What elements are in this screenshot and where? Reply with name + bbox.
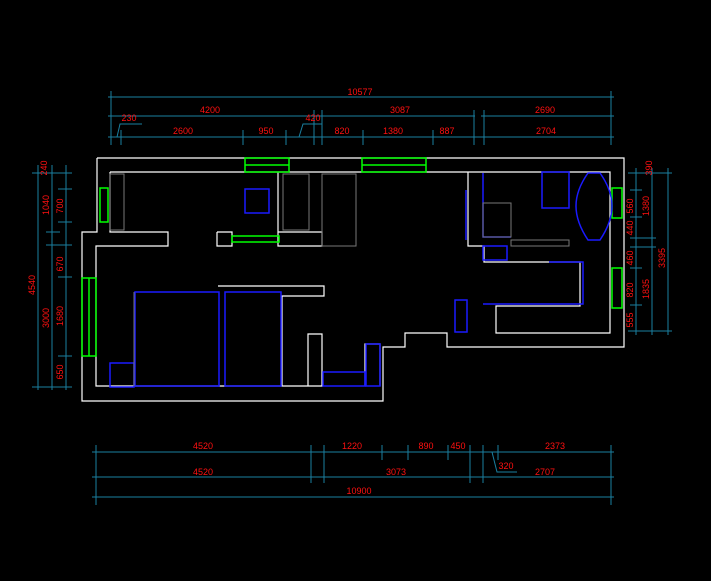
dim-right-mid: 1380 — [641, 196, 651, 216]
windows — [81, 157, 623, 357]
dim-top-row3: 820 — [334, 126, 349, 136]
dim-bottom-overall: 10900 — [346, 486, 371, 496]
dim-right-inner: 390 — [644, 160, 654, 175]
dim-left-inner: 1680 — [55, 306, 65, 326]
dim-left-inner: 670 — [55, 256, 65, 271]
dim-top-row2: 2690 — [535, 105, 555, 115]
dim-top-row2: 3087 — [390, 105, 410, 115]
dim-right-inner: 555 — [625, 312, 635, 327]
dim-top-row3: 2600 — [173, 126, 193, 136]
dim-bottom-row1: 1220 — [342, 441, 362, 451]
dim-bottom-row2: 3073 — [386, 467, 406, 477]
dim-left-overall: 4540 — [27, 275, 37, 295]
dim-bottom-row2: 2707 — [535, 467, 555, 477]
dim-right-mid: 1835 — [641, 279, 651, 299]
dim-right-overall: 3395 — [657, 248, 667, 268]
dim-left-mid: 1040 — [41, 195, 51, 215]
dim-top-leader: 230 — [121, 113, 136, 123]
dimension-labels: 10577 4200 3087 2690 2600 950 820 1380 8… — [27, 87, 667, 496]
dim-right-inner: 460 — [625, 250, 635, 265]
dim-bottom-row1: 450 — [450, 441, 465, 451]
dim-right-inner: 820 — [625, 282, 635, 297]
dim-top-row2: 4200 — [200, 105, 220, 115]
dim-right-inner: 440 — [625, 220, 635, 235]
dim-bottom-leader: 320 — [498, 461, 513, 471]
dim-right-inner: 560 — [625, 198, 635, 213]
dim-top-row3: 1380 — [383, 126, 403, 136]
dim-top-row3: 950 — [258, 126, 273, 136]
dim-top-row3: 2704 — [536, 126, 556, 136]
dim-bottom-row1: 4520 — [193, 441, 213, 451]
dim-top-row3: 887 — [439, 126, 454, 136]
dim-top-overall: 10577 — [347, 87, 372, 97]
dim-bottom-row2: 4520 — [193, 467, 213, 477]
furniture — [109, 171, 613, 388]
dimension-lines — [32, 91, 672, 505]
dim-top-leader: 420 — [305, 113, 320, 123]
dim-bottom-row1: 2373 — [545, 441, 565, 451]
dim-left-mid: 3000 — [41, 308, 51, 328]
dim-left-inner: 700 — [55, 198, 65, 213]
dim-left-inner: 650 — [55, 364, 65, 379]
dim-bottom-row1: 890 — [418, 441, 433, 451]
dim-left-inner: 240 — [39, 160, 49, 175]
